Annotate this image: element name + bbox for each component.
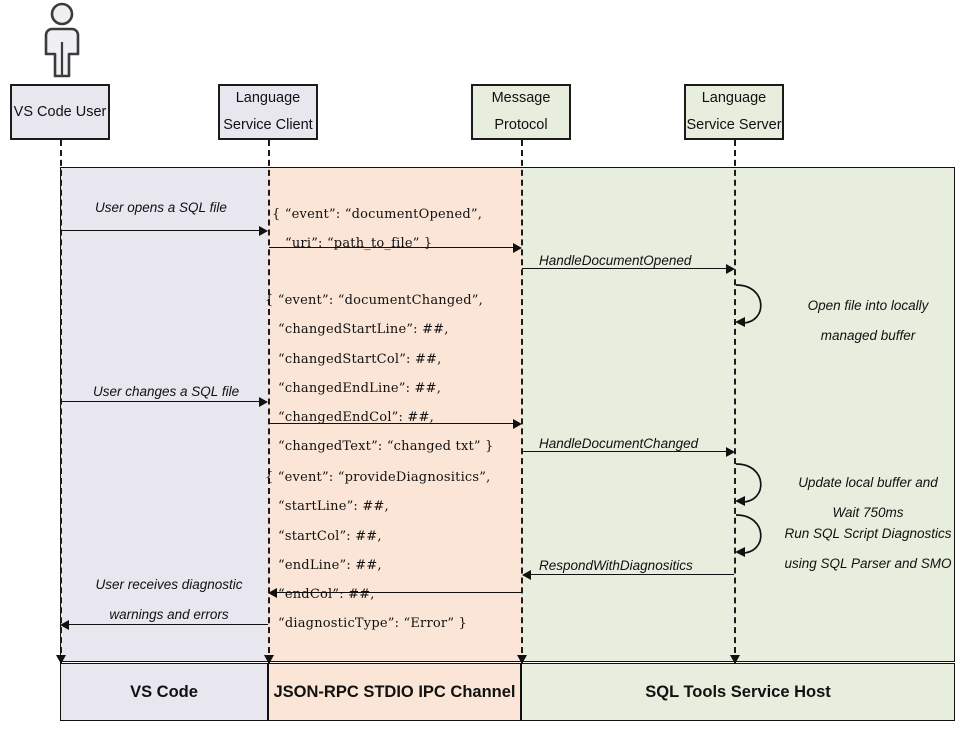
user-receives-line2: warnings and errors bbox=[109, 607, 229, 623]
self-loop-line2: managed buffer bbox=[820, 328, 916, 344]
self-loop-line1: Open file into locally bbox=[807, 298, 929, 313]
lifeline-end-arrow bbox=[264, 655, 274, 664]
participant-header-language-client[interactable]: Language Service Client bbox=[218, 84, 318, 140]
lifeline-end-arrow bbox=[730, 655, 740, 664]
participant-header-message-protocol[interactable]: Message Protocol bbox=[471, 84, 571, 140]
self-loop-label-update-buffer-wait: Update local buffer and Wait 750ms bbox=[768, 468, 962, 529]
arrow-client-to-protocol-opened-head bbox=[513, 242, 522, 253]
participant-label-line2: Protocol bbox=[494, 117, 548, 133]
footer-service-host[interactable]: SQL Tools Service Host bbox=[521, 663, 955, 721]
self-loop-run-diagnostics bbox=[734, 512, 776, 563]
footer-ipc-channel[interactable]: JSON-RPC STDIO IPC Channel bbox=[268, 663, 521, 721]
self-loop-label-run-diagnostics: Run SQL Script Diagnostics using SQL Par… bbox=[768, 519, 962, 580]
participant-label-line1: Language bbox=[701, 90, 767, 107]
lifeline-message-protocol bbox=[521, 140, 523, 663]
arrow-protocol-to-client-diagnositics bbox=[277, 592, 521, 593]
lifeline-end-arrow bbox=[56, 655, 66, 664]
arrow-user-opens bbox=[61, 230, 259, 231]
json-block-provide-diagnositics: { “event”: “provideDiagnositics”, “start… bbox=[265, 470, 491, 632]
arrow-user-receives-head bbox=[60, 619, 69, 630]
message-label-respond-with-diagnositics: RespondWithDiagnositics bbox=[539, 558, 693, 573]
self-loop-open-file-buffer bbox=[734, 282, 776, 333]
self-loop-line1: Update local buffer and bbox=[798, 475, 938, 490]
arrow-handle-document-opened bbox=[522, 268, 726, 269]
band-service-host bbox=[521, 167, 955, 662]
arrow-protocol-to-client-diagnositics-head bbox=[268, 587, 277, 598]
message-label-user-receives: User receives diagnostic warnings and er… bbox=[84, 570, 254, 631]
participant-header-language-server[interactable]: Language Service Server bbox=[684, 84, 784, 140]
self-loop-line2: Wait 750ms bbox=[832, 505, 904, 521]
json-block-document-opened: { “event”: “documentOpened”, “uri”: “pat… bbox=[272, 207, 483, 252]
participant-label-line1: Language bbox=[235, 90, 301, 107]
arrow-client-to-protocol-changed-head bbox=[513, 418, 522, 429]
participant-header-vscode-user[interactable]: VS Code User bbox=[10, 84, 110, 140]
arrow-client-to-protocol-opened bbox=[269, 247, 513, 248]
message-label-handle-document-opened: HandleDocumentOpened bbox=[539, 253, 692, 268]
json-block-document-changed: { “event”: “documentChanged”, “changedSt… bbox=[265, 293, 494, 455]
arrow-user-changes-head bbox=[259, 396, 268, 407]
arrow-client-to-protocol-changed bbox=[269, 423, 513, 424]
footer-vs-code[interactable]: VS Code bbox=[60, 663, 268, 721]
self-loop-line1: Run SQL Script Diagnostics bbox=[784, 526, 952, 541]
footer-label: JSON-RPC STDIO IPC Channel bbox=[273, 682, 516, 701]
band-vscode bbox=[60, 167, 268, 662]
user-receives-line1: User receives diagnostic bbox=[95, 577, 243, 592]
self-loop-update-buffer-wait bbox=[734, 461, 776, 512]
arrow-handle-document-changed bbox=[522, 451, 726, 452]
person-icon bbox=[34, 2, 90, 78]
message-label-user-changes: User changes a SQL file bbox=[93, 384, 240, 399]
lifeline-end-arrow bbox=[517, 655, 527, 664]
lifeline-language-client bbox=[268, 140, 270, 663]
lifeline-language-server bbox=[734, 140, 736, 663]
arrow-respond-with-diagnositics bbox=[531, 574, 734, 575]
arrow-handle-document-changed-head bbox=[726, 446, 735, 457]
arrow-handle-document-opened-head bbox=[726, 263, 735, 274]
arrow-user-opens-head bbox=[259, 225, 268, 236]
message-label-handle-document-changed: HandleDocumentChanged bbox=[539, 436, 699, 451]
participant-label-line2: Service Client bbox=[223, 117, 313, 133]
arrow-user-receives bbox=[69, 624, 268, 625]
participant-label-line1: Message bbox=[491, 90, 551, 107]
self-loop-label-open-file-buffer: Open file into locally managed buffer bbox=[770, 291, 962, 352]
footer-label: VS Code bbox=[130, 682, 198, 701]
footer-label: SQL Tools Service Host bbox=[645, 682, 831, 701]
message-label-user-opens: User opens a SQL file bbox=[95, 200, 227, 215]
band-ipc-channel bbox=[268, 167, 521, 662]
participant-label-line1: VS Code User bbox=[13, 103, 107, 120]
participant-label-line2: Service Server bbox=[686, 117, 782, 133]
arrow-user-changes bbox=[61, 401, 259, 402]
arrow-respond-with-diagnositics-head bbox=[522, 569, 531, 580]
self-loop-line2: using SQL Parser and SMO bbox=[784, 556, 952, 572]
